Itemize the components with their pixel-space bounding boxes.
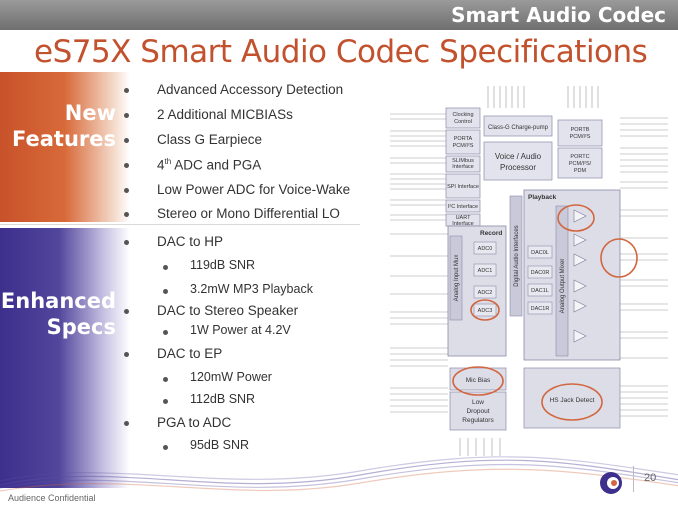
bullet-dot xyxy=(163,265,168,270)
svg-text:DAC1L: DAC1L xyxy=(531,288,549,294)
footer-confidential: Audience Confidential xyxy=(8,493,96,503)
svg-text:Interface: Interface xyxy=(452,164,473,170)
svg-text:PCM/I²S/: PCM/I²S/ xyxy=(569,161,592,167)
svg-text:DAC0L: DAC0L xyxy=(531,250,549,256)
bullet-dot xyxy=(124,309,129,314)
svg-text:Playback: Playback xyxy=(528,194,557,201)
bullet-classg: Class G Earpiece xyxy=(157,132,263,147)
svg-text:ADC1: ADC1 xyxy=(478,268,493,274)
svg-text:DAC0R: DAC0R xyxy=(531,270,550,276)
bullet-dot xyxy=(163,377,168,382)
footer-divider xyxy=(633,466,634,492)
svg-text:ADC2: ADC2 xyxy=(478,290,493,296)
bullet-dot xyxy=(124,138,129,143)
svg-text:SLIMbus: SLIMbus xyxy=(452,158,474,164)
bullet-1w: 1W Power at 4.2V xyxy=(190,323,291,337)
svg-text:Regulators: Regulators xyxy=(462,417,494,424)
svg-text:PORTC: PORTC xyxy=(570,154,589,160)
bullet-dac-speaker: DAC to Stereo Speaker xyxy=(157,303,299,318)
bullet-micbias: 2 Additional MICBIASs xyxy=(157,107,293,122)
svg-text:I²C Interface: I²C Interface xyxy=(448,204,478,210)
bullet-pga-adc: PGA to ADC xyxy=(157,415,232,430)
bullet-dot xyxy=(163,445,168,450)
bullet-dot xyxy=(124,188,129,193)
bullet-dot xyxy=(124,163,129,168)
svg-text:Record: Record xyxy=(480,230,502,237)
bullet-dac-ep: DAC to EP xyxy=(157,346,223,361)
bullet-low-power-adc: Low Power ADC for Voice-Wake xyxy=(157,182,351,197)
bullet-dot xyxy=(124,212,129,217)
svg-text:Processor: Processor xyxy=(500,163,536,172)
svg-text:Control: Control xyxy=(454,119,472,125)
svg-text:PORTB: PORTB xyxy=(571,127,590,133)
svg-text:ADC3: ADC3 xyxy=(478,308,493,314)
svg-text:PCM/I²S: PCM/I²S xyxy=(570,134,591,140)
bullet-120mw: 120mW Power xyxy=(190,370,272,384)
bullet-119db: 119dB SNR xyxy=(190,258,256,272)
svg-text:Voice / Audio: Voice / Audio xyxy=(495,152,542,161)
svg-text:Digital Audio Interfaces: Digital Audio Interfaces xyxy=(514,225,520,286)
svg-text:SPI Interface: SPI Interface xyxy=(447,184,479,190)
svg-text:Clocking: Clocking xyxy=(452,112,473,118)
audience-logo-icon xyxy=(600,472,622,494)
header-banner: Smart Audio Codec xyxy=(0,0,678,30)
svg-text:Analog Input Mux: Analog Input Mux xyxy=(454,255,460,302)
section-divider xyxy=(0,224,360,225)
bullet-dot xyxy=(124,113,129,118)
svg-text:Class-G Charge-pump: Class-G Charge-pump xyxy=(488,125,549,131)
banner-title: Smart Audio Codec xyxy=(451,3,666,27)
svg-text:ADC0: ADC0 xyxy=(478,246,493,252)
bullet-adc-pga: 4th ADC and PGA xyxy=(157,157,262,173)
page-number: 20 xyxy=(644,472,657,484)
svg-text:UART: UART xyxy=(456,215,472,221)
svg-text:Dropout: Dropout xyxy=(466,408,489,415)
bullet-dot xyxy=(124,352,129,357)
bullet-dac-hp: DAC to HP xyxy=(157,234,224,249)
bullet-dot xyxy=(124,88,129,93)
bullet-dot xyxy=(163,399,168,404)
bullet-112db: 112dB SNR xyxy=(190,392,256,406)
bullet-advanced-accessory: Advanced Accessory Detection xyxy=(157,82,344,97)
svg-text:Analog Output Mixer: Analog Output Mixer xyxy=(560,259,566,314)
svg-text:PORTA: PORTA xyxy=(454,136,473,142)
bullet-dot xyxy=(163,289,168,294)
svg-text:Low: Low xyxy=(472,399,484,406)
page-title: eS75X Smart Audio Codec Specifications xyxy=(34,34,648,70)
decorative-wave xyxy=(0,456,678,492)
svg-text:Interface: Interface xyxy=(452,221,473,227)
bullet-95db: 95dB SNR xyxy=(190,438,250,452)
bullet-dot xyxy=(124,421,129,426)
bullet-dot xyxy=(124,240,129,245)
svg-text:PCM/I²S: PCM/I²S xyxy=(453,143,474,149)
bullet-stereo-lo: Stereo or Mono Differential LO xyxy=(157,206,340,221)
bullet-mp3: 3.2mW MP3 Playback xyxy=(190,282,313,296)
svg-text:Mic Bias: Mic Bias xyxy=(466,377,491,384)
svg-text:DAC1R: DAC1R xyxy=(531,306,550,312)
svg-text:PDM: PDM xyxy=(574,168,587,174)
bullet-dot xyxy=(163,330,168,335)
svg-text:HS Jack Detect: HS Jack Detect xyxy=(550,397,595,404)
